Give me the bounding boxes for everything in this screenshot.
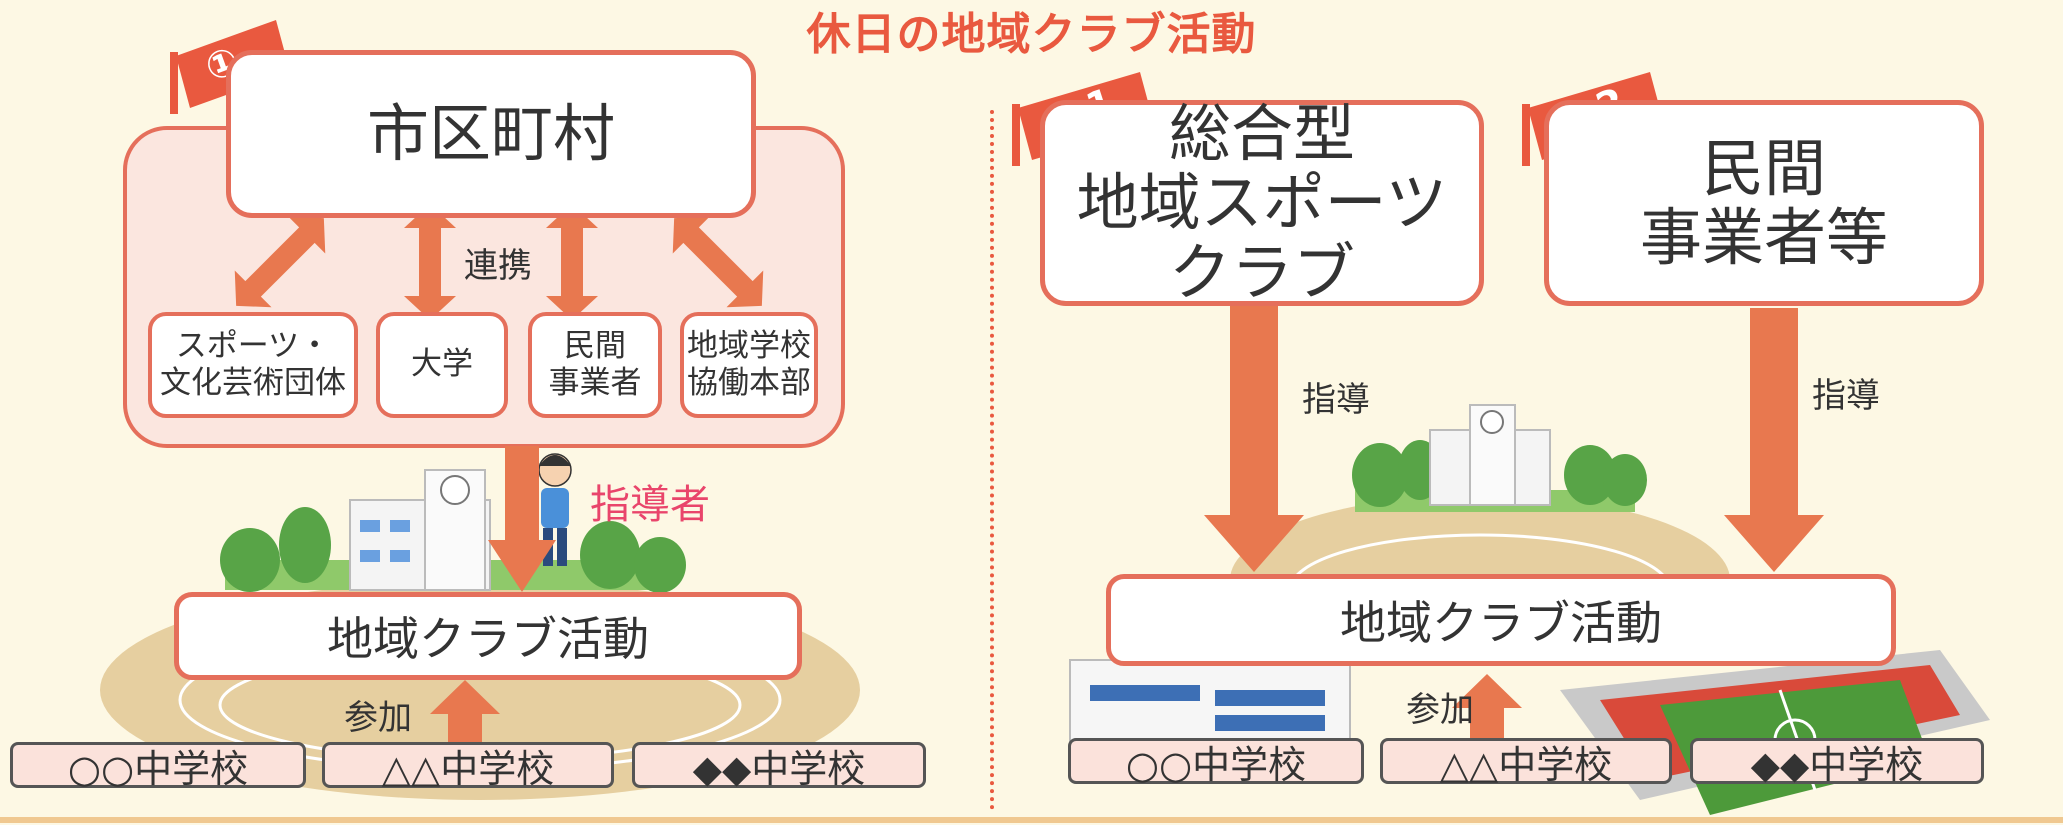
right-club-activity-box: 地域クラブ活動: [1106, 574, 1896, 666]
sports-club-box: 総合型 地域スポーツ クラブ: [1040, 99, 1484, 307]
left-school-building: [349, 469, 491, 591]
left-participate-label: 参加: [344, 698, 412, 738]
cooperation-label: 連携: [464, 246, 532, 286]
partner-community-school: 地域学校 協働本部: [680, 312, 818, 418]
guidance-label-sports-club: 指導: [1302, 380, 1370, 420]
partner-private-business: 民間 事業者: [528, 312, 662, 418]
left-down-arrow: [488, 446, 556, 592]
partner-university: 大学: [376, 312, 508, 418]
right-participate-label: 参加: [1406, 690, 1474, 730]
soccer-stadium: [1560, 650, 1990, 815]
page-title: 休日の地域クラブ活動: [806, 9, 1257, 60]
right-school-2: △△中学校: [1380, 738, 1672, 787]
partner-sports-culture: スポーツ・ 文化芸術団体: [148, 312, 358, 418]
left-trees: [220, 507, 686, 593]
right-school-building: [1429, 404, 1551, 506]
municipality-box: 市区町村: [226, 50, 756, 218]
private-business-box: 民間 事業者等: [1544, 100, 1984, 306]
left-school-1: ○○中学校: [10, 742, 306, 791]
participate-arrows: [430, 674, 1522, 742]
left-school-2: △△中学校: [322, 742, 614, 791]
guidance-arrows: [1204, 306, 1824, 572]
left-school-3: ◆◆中学校: [632, 742, 926, 791]
panel-separator: [990, 110, 994, 810]
left-club-activity-box: 地域クラブ活動: [174, 592, 802, 680]
right-school-3: ◆◆中学校: [1690, 738, 1984, 787]
right-school-1: ○○中学校: [1068, 738, 1364, 787]
instructor-label: 指導者: [590, 482, 710, 528]
guidance-label-private: 指導: [1812, 376, 1880, 416]
